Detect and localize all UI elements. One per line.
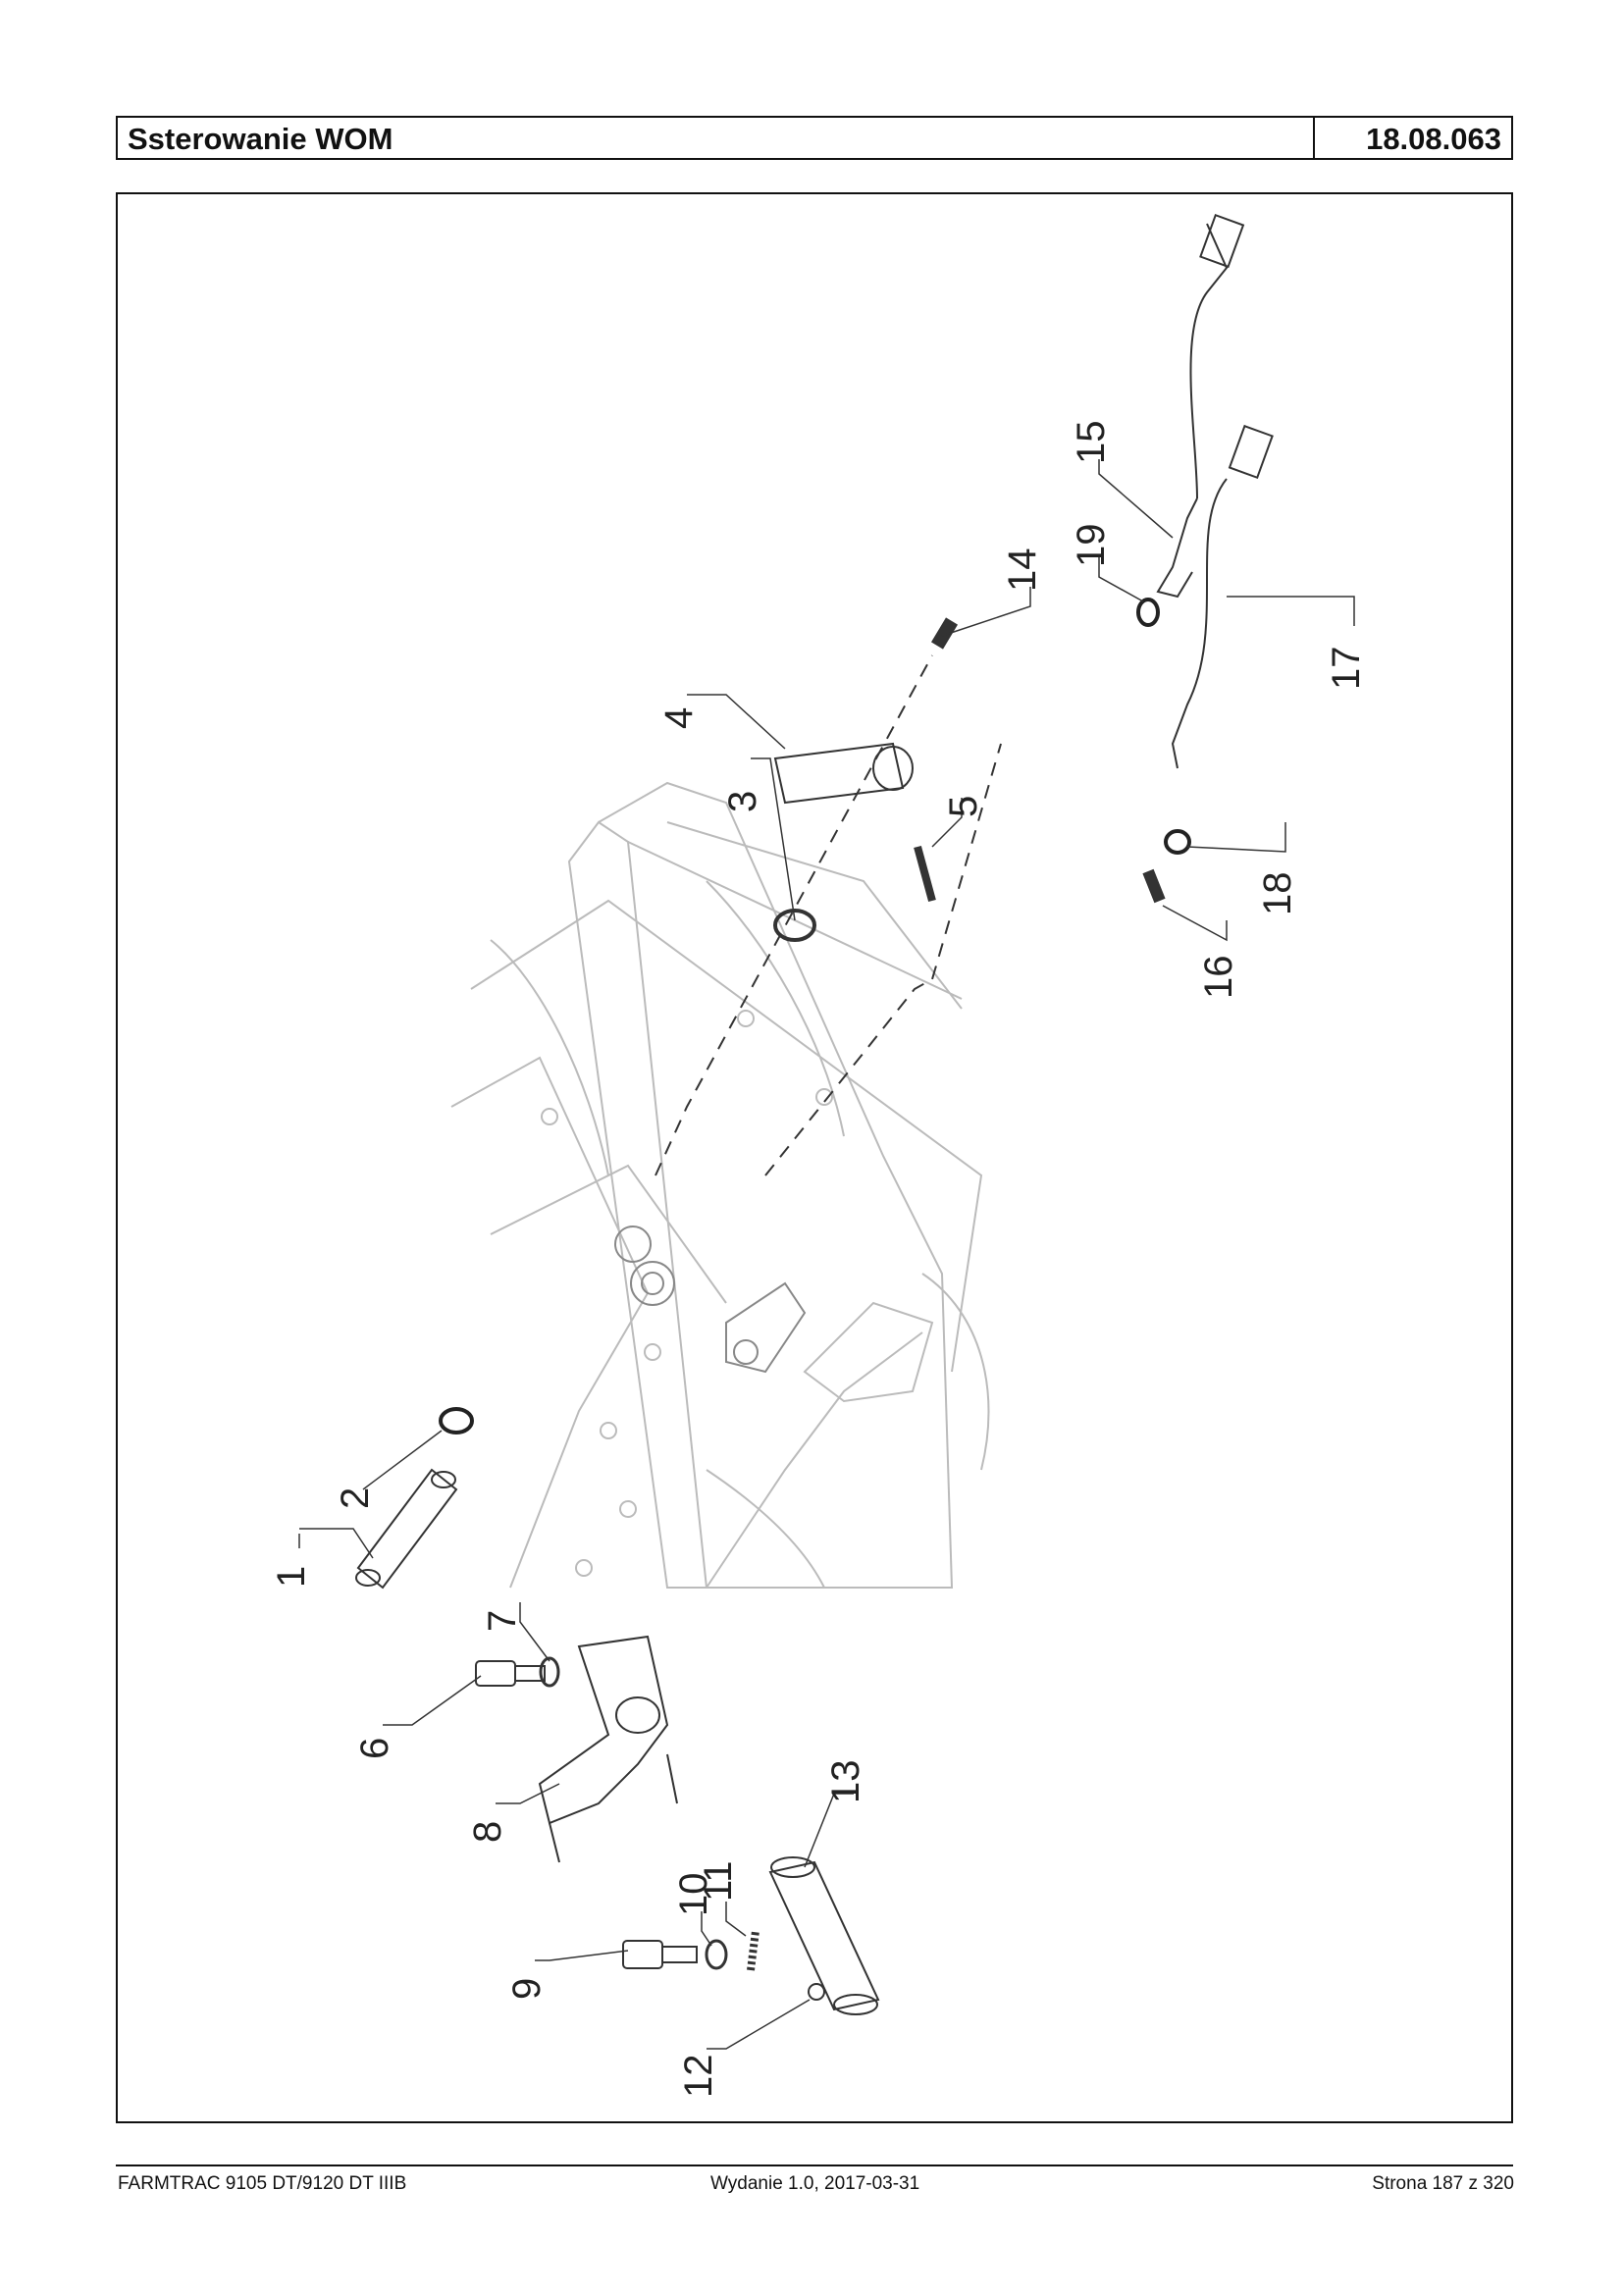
diagram-frame: 1 2 3 4 5 6 7 8 9 10 11 12 13 14 15 16 1… xyxy=(116,192,1513,2123)
part-sensor-15 xyxy=(1156,213,1245,599)
callout-9: 9 xyxy=(505,1978,549,2000)
callout-3: 3 xyxy=(721,791,764,812)
callout-11: 11 xyxy=(697,1860,740,1902)
part-fork-8 xyxy=(538,1635,678,1863)
part-pin-16 xyxy=(1142,868,1166,904)
callout-1: 1 xyxy=(270,1566,313,1588)
callout-14: 14 xyxy=(1001,548,1044,593)
part-ball-12 xyxy=(808,1983,825,2001)
footer-model: FARMTRAC 9105 DT/9120 DT IIIB xyxy=(118,2173,407,2194)
part-oring-2 xyxy=(439,1407,474,1434)
callout-12: 12 xyxy=(677,2055,720,2099)
part-shaft-1 xyxy=(355,1468,458,1590)
part-rod-13 xyxy=(768,1856,880,2015)
callout-18: 18 xyxy=(1256,872,1299,916)
footer-edition: Wydanie 1.0, 2017-03-31 xyxy=(710,2173,920,2194)
part-lever-4 xyxy=(773,742,914,805)
section-code: 18.08.063 xyxy=(1366,122,1501,156)
callout-19: 19 xyxy=(1070,524,1113,568)
part-washer-3 xyxy=(773,909,816,942)
part-bolt-9 xyxy=(622,1940,698,1969)
callout-16: 16 xyxy=(1197,956,1240,1000)
callout-15: 15 xyxy=(1070,421,1113,465)
part-pin-14 xyxy=(930,617,959,650)
callout-10: 10 xyxy=(672,1873,715,1917)
part-washer-7 xyxy=(539,1656,560,1688)
callout-13: 13 xyxy=(824,1760,867,1804)
dashed-leader-lines xyxy=(655,654,1002,1176)
leader-lines xyxy=(298,459,1355,2050)
part-washer-10 xyxy=(705,1939,728,1970)
gearbox-housing xyxy=(450,781,990,1589)
callout-7: 7 xyxy=(481,1610,524,1632)
page-title: Ssterowanie WOM xyxy=(118,118,1315,158)
part-bolt-6 xyxy=(475,1660,546,1687)
part-spring-11 xyxy=(747,1930,760,1971)
callout-4: 4 xyxy=(657,707,701,729)
callout-5: 5 xyxy=(942,796,985,817)
footer-page-number: Strona 187 z 320 xyxy=(1372,2173,1514,2194)
exploded-parts-diagram: 1 2 3 4 5 6 7 8 9 10 11 12 13 14 15 16 1… xyxy=(270,213,1368,2099)
callout-6: 6 xyxy=(353,1738,396,1759)
callout-17: 17 xyxy=(1325,647,1368,691)
part-oring-18 xyxy=(1164,829,1191,855)
housing-bosses xyxy=(614,1226,807,1374)
part-sensor-17 xyxy=(1171,424,1274,769)
callout-8: 8 xyxy=(466,1821,509,1843)
footer-divider xyxy=(116,2165,1513,2166)
part-pin-5 xyxy=(914,845,936,903)
callout-numbers: 1 2 3 4 5 6 7 8 9 10 11 12 13 14 15 16 1… xyxy=(270,421,1368,2099)
callout-2: 2 xyxy=(334,1487,377,1509)
part-oring-19 xyxy=(1136,598,1160,627)
page-header: Ssterowanie WOM 18.08.063 xyxy=(116,116,1513,160)
